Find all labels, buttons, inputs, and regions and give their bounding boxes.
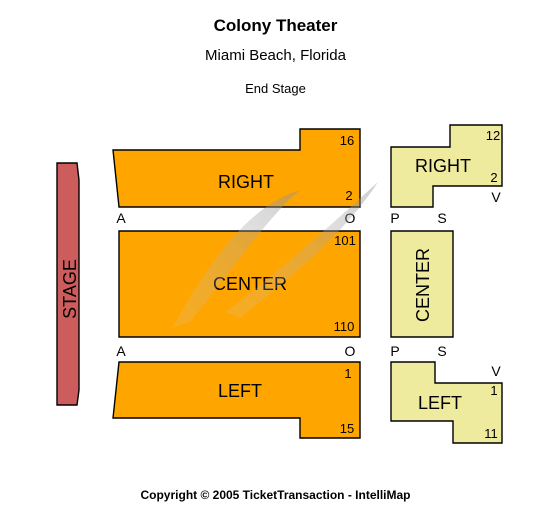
- row-marker-p-lower: P: [390, 343, 399, 359]
- seat-number-top: 16: [340, 133, 354, 148]
- row-marker-s-lower: S: [437, 343, 446, 359]
- section-rear-left[interactable]: LEFT 1 11: [390, 361, 503, 444]
- watermark-swoosh: [172, 182, 378, 328]
- row-marker-a-upper: A: [116, 210, 126, 226]
- section-rear-right[interactable]: RIGHT 12 2: [390, 124, 503, 208]
- seat-number-bottom: 15: [340, 421, 354, 436]
- seat-number-bottom: 2: [345, 188, 352, 203]
- section-orchestra-right[interactable]: RIGHT 16 2: [112, 128, 361, 208]
- section-label: RIGHT: [218, 172, 274, 192]
- venue-location: Miami Beach, Florida: [205, 47, 346, 64]
- seat-number-top: 101: [334, 233, 356, 248]
- row-marker-v-rear-right: V: [491, 189, 501, 205]
- row-marker-v-rear-left: V: [491, 363, 501, 379]
- seat-number-top: 1: [490, 383, 497, 398]
- section-orchestra-left[interactable]: LEFT 1 15: [112, 361, 361, 439]
- section-label: CENTER: [413, 248, 433, 322]
- section-label: RIGHT: [415, 156, 471, 176]
- section-rear-center[interactable]: CENTER: [390, 230, 454, 338]
- copyright-footer: Copyright © 2005 TicketTransaction - Int…: [140, 488, 411, 502]
- stage-configuration: End Stage: [245, 81, 306, 96]
- section-label: LEFT: [418, 393, 462, 413]
- stage-label: STAGE: [60, 259, 80, 319]
- seat-number-top: 1: [344, 366, 351, 381]
- seat-number-bottom: 11: [484, 426, 498, 441]
- stage: STAGE: [56, 162, 80, 406]
- row-marker-a-lower: A: [116, 343, 126, 359]
- venue-title: Colony Theater: [213, 16, 338, 35]
- row-marker-o-lower: O: [345, 343, 356, 359]
- row-marker-p-upper: P: [390, 210, 399, 226]
- row-marker-s-upper: S: [437, 210, 446, 226]
- seat-number-bottom: 110: [334, 319, 355, 334]
- section-label: LEFT: [218, 381, 262, 401]
- seat-number-top: 12: [486, 128, 500, 143]
- seat-number-bottom: 2: [490, 170, 497, 185]
